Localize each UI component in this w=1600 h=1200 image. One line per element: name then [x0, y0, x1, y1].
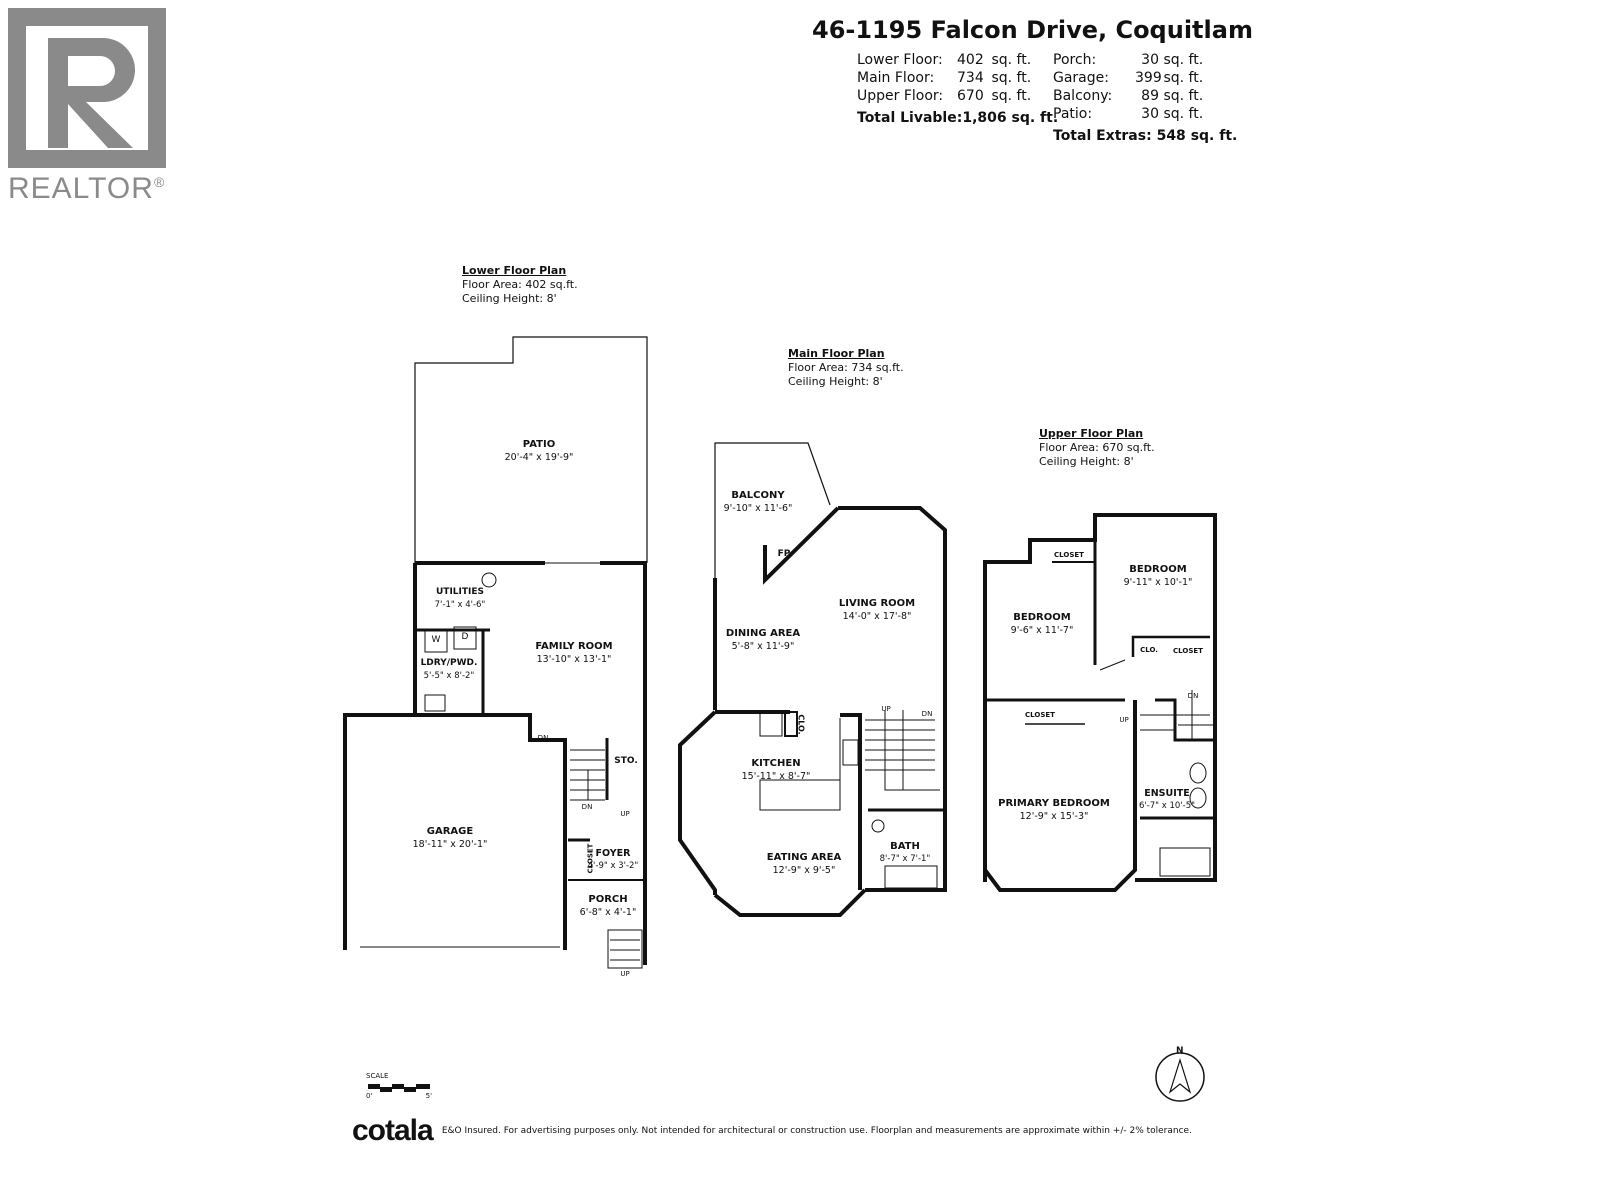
logo-registered-mark: ®: [153, 174, 166, 190]
stat-lower-floor: Lower Floor:402 sq. ft.: [857, 52, 1032, 68]
stair-up-lower: UP: [620, 810, 630, 818]
scale-end: 5': [425, 1092, 432, 1100]
stair-dn-lower: DN: [581, 803, 593, 811]
main-floor-walls: [678, 442, 947, 917]
dryer-label: D: [461, 632, 469, 642]
stair-up-upper: UP: [1119, 716, 1129, 724]
stat-total-livable: Total Livable:1,806 sq. ft.: [857, 110, 1059, 126]
washer-label: W: [431, 635, 441, 645]
disclaimer: E&O Insured. For advertising purposes on…: [441, 1126, 1192, 1136]
lower-floor-walls: [343, 336, 648, 969]
logo-text: REALTOR: [8, 172, 154, 205]
stat-porch: Porch:30 sq. ft.: [1053, 52, 1204, 68]
compass-north-label: N: [1176, 1046, 1184, 1056]
room-main-closet: CLO.: [796, 714, 806, 735]
stat-balcony: Balcony:89 sq. ft.: [1053, 88, 1204, 104]
room-upper-clo: CLO.: [1140, 646, 1158, 654]
stair-dn-garage: DN: [537, 734, 549, 742]
stair-up-main: UP: [881, 705, 891, 713]
scale-legend: SCALE 0' 5': [366, 1072, 432, 1100]
stat-upper-floor: Upper Floor:670 sq. ft.: [857, 88, 1032, 104]
room-lower-closet: CLOSET: [586, 843, 595, 874]
property-address: 46-1195 Falcon Drive, Coquitlam: [812, 16, 1253, 44]
cotala-logo: cotala: [352, 1114, 434, 1147]
room-closet-a: CLOSET: [1054, 551, 1084, 559]
livable-stats: Lower Floor:402 sq. ft. Main Floor:734 s…: [857, 51, 1058, 127]
stair-up-porch: UP: [620, 970, 630, 978]
scale-label: SCALE: [366, 1072, 389, 1080]
stat-total-extras: Total Extras: 548 sq. ft.: [1053, 128, 1238, 144]
stair-dn-main: DN: [921, 710, 933, 718]
scale-start: 0': [366, 1092, 373, 1100]
stat-patio: Patio:30 sq. ft.: [1053, 106, 1204, 122]
fireplace: FP: [777, 549, 791, 559]
stat-main-floor: Main Floor:734 sq. ft.: [857, 70, 1032, 86]
upper-floor-walls: [983, 513, 1217, 892]
room-closet-c: CLOSET: [1025, 711, 1055, 719]
realtor-logo: REALTOR®: [8, 8, 166, 206]
room-closet-b: CLOSET: [1173, 647, 1203, 655]
footer: cotala E&O Insured. For advertising purp…: [352, 1114, 1192, 1148]
scale-bar-icon: [368, 1084, 430, 1092]
stat-garage: Garage:399 sq. ft.: [1053, 70, 1204, 86]
stair-dn-upper: DN: [1187, 692, 1199, 700]
extras-stats: Porch:30 sq. ft. Garage:399 sq. ft. Balc…: [1053, 51, 1237, 145]
north-compass-icon: [1155, 1052, 1205, 1102]
realtor-r-mark: [8, 8, 166, 168]
room-storage: STO.: [614, 756, 638, 766]
room-laundry-powder: LDRY/PWD.5'-5" x 8'-2": [420, 658, 478, 681]
